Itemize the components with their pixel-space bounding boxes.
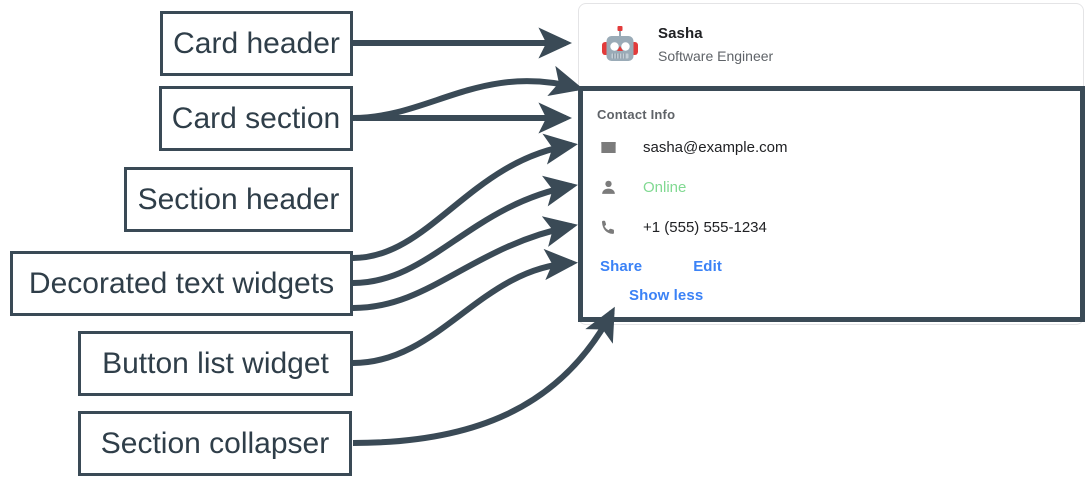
annotation-label: Section header — [137, 182, 340, 216]
annotation-label: Card header — [173, 26, 340, 60]
card-section-content: Contact Info sasha@example.com — [583, 91, 1080, 317]
annotation-section-header: Section header — [124, 167, 353, 232]
annotation-card-header: Card header — [160, 11, 353, 76]
status-badge: Online — [643, 178, 687, 196]
section-collapser: Show less — [597, 281, 1080, 309]
arrow-decorated-text-3 — [352, 216, 578, 311]
decorated-text-value: sasha@example.com — [643, 138, 788, 156]
annotation-label: Button list widget — [102, 346, 329, 380]
arrow-decorated-text-1 — [352, 133, 578, 261]
show-less-button[interactable]: Show less — [629, 286, 704, 304]
annotation-label: Section collapser — [100, 426, 330, 460]
card-header: Sasha Software Engineer — [579, 4, 1083, 87]
card-header-subtitle: Software Engineer — [658, 48, 774, 65]
annotation-label: Decorated text widgets — [28, 266, 335, 300]
edit-button[interactable]: Edit — [693, 257, 722, 275]
annotation-section-collapser: Section collapser — [78, 411, 352, 476]
section-header: Contact Info — [597, 107, 676, 122]
decorated-text-value: +1 (555) 555-1234 — [643, 218, 767, 236]
decorated-text-widget-phone: +1 (555) 555-1234 — [597, 207, 1080, 247]
arrow-card-section — [352, 65, 584, 121]
annotation-card-section: Card section — [159, 86, 353, 151]
share-button[interactable]: Share — [600, 257, 643, 275]
card-header-text: Sasha Software Engineer — [658, 24, 773, 67]
person-icon — [597, 176, 619, 198]
card-section: Contact Info sasha@example.com — [578, 86, 1085, 322]
decorated-text-widget-email: sasha@example.com — [597, 127, 1080, 167]
button-list-widget: Share Edit — [597, 251, 1080, 281]
mail-icon — [597, 136, 619, 158]
annotation-button-list-widget: Button list widget — [78, 331, 353, 396]
annotation-label: Card section — [171, 101, 341, 135]
decorated-text-widget-status: Online — [597, 167, 1080, 207]
arrow-decorated-text-2 — [352, 175, 578, 286]
arrow-section-collapser — [352, 306, 615, 446]
robot-avatar-icon — [598, 24, 642, 68]
annotation-decorated-text-widgets: Decorated text widgets — [10, 251, 353, 316]
arrow-button-list — [352, 248, 578, 366]
card-header-title: Sasha — [658, 24, 703, 42]
phone-icon — [597, 216, 619, 238]
